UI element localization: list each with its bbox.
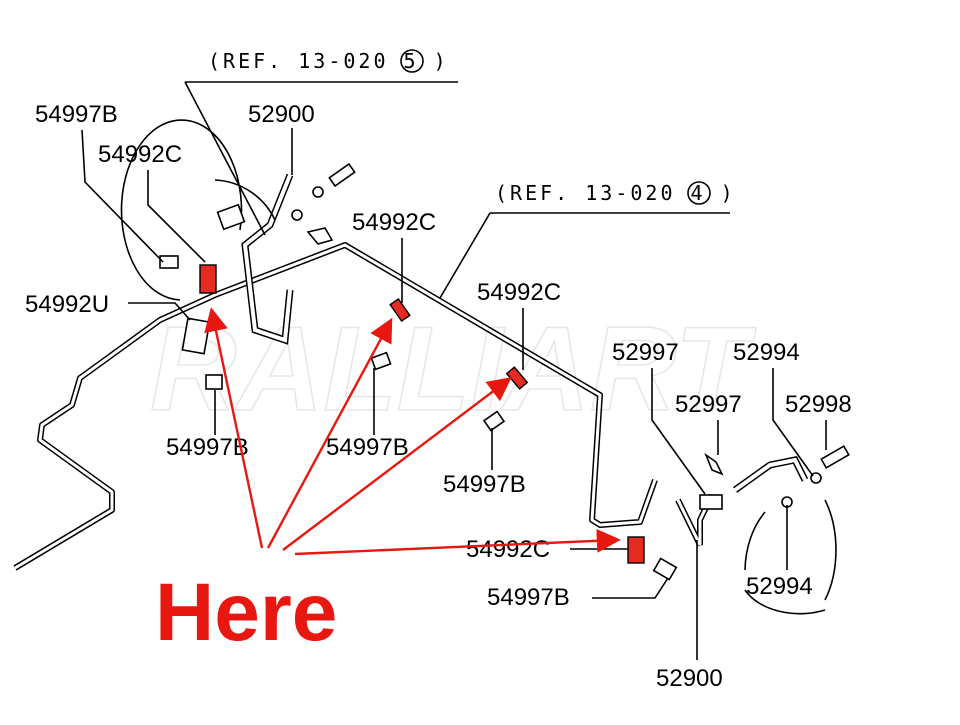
clip-54992c-highlight bbox=[199, 264, 217, 294]
part-label: 52900 bbox=[248, 101, 315, 128]
right-brake-hose bbox=[675, 445, 850, 615]
left-brake-hose bbox=[120, 119, 356, 345]
part-label: 52998 bbox=[785, 391, 852, 418]
part-labels: 54997B 52900 54992C 54992C 54992C 54992U… bbox=[25, 101, 852, 692]
part-label: 52994 bbox=[733, 339, 800, 366]
arrow bbox=[266, 317, 393, 549]
clip-54992u bbox=[181, 317, 211, 355]
reference-label: (REF. 13-020 5 ) bbox=[208, 49, 449, 73]
circled-number bbox=[687, 181, 711, 205]
part-label: 54997B bbox=[326, 434, 409, 461]
bolt bbox=[370, 351, 392, 371]
leader-lines bbox=[81, 81, 827, 660]
part-label: 54992C bbox=[98, 141, 182, 168]
arrow bbox=[204, 307, 264, 549]
part-label: 54992U bbox=[25, 291, 109, 318]
part-label: 54997B bbox=[443, 471, 526, 498]
reference-label: (REF. 13-020 4 ) bbox=[495, 181, 736, 205]
annotation-arrows bbox=[204, 307, 621, 556]
part-label: 52997 bbox=[675, 391, 742, 418]
part-label: 54997B bbox=[487, 584, 570, 611]
clip-54992c-highlight bbox=[627, 536, 645, 564]
part-label: 52997 bbox=[612, 339, 679, 366]
brake-pipe bbox=[13, 242, 658, 571]
part-label: 52900 bbox=[656, 665, 723, 692]
part-label: 52994 bbox=[746, 573, 813, 600]
part-label: 54997B bbox=[35, 101, 118, 128]
bolt bbox=[159, 255, 179, 269]
part-label: 54992C bbox=[466, 536, 550, 563]
here-annotation: Here bbox=[155, 567, 337, 658]
circled-number bbox=[400, 49, 424, 73]
bolt bbox=[205, 374, 223, 390]
arrow bbox=[282, 377, 512, 551]
part-label: 54992C bbox=[477, 279, 561, 306]
watermark: RALLIART bbox=[150, 302, 756, 436]
part-label: 54997B bbox=[166, 434, 249, 461]
clip-54992c-highlight bbox=[389, 297, 411, 323]
bolt bbox=[652, 557, 678, 581]
clip-54992c-highlight bbox=[505, 366, 529, 390]
part-label: 54992C bbox=[352, 209, 436, 236]
bolt bbox=[482, 410, 506, 432]
clips bbox=[159, 255, 678, 581]
arrow bbox=[294, 528, 621, 556]
